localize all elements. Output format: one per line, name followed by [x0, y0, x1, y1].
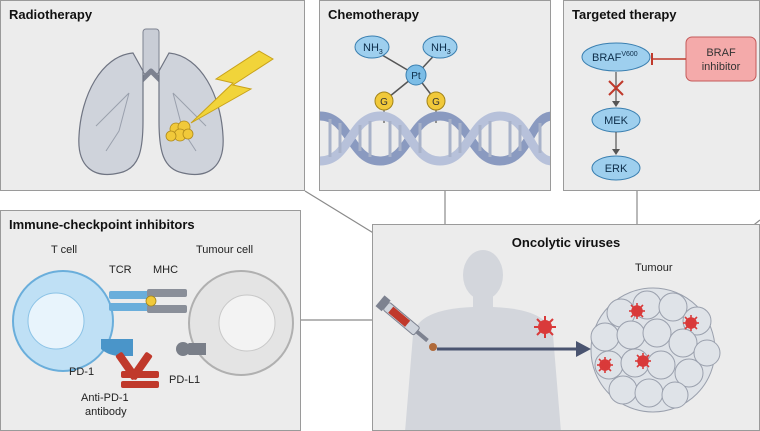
radiation-bolt-icon [190, 50, 274, 124]
tumour-cell-label: Tumour cell [196, 244, 253, 256]
tumour-blob-icon [165, 120, 194, 142]
tumour-virus-icon [597, 357, 613, 373]
blocked-x-icon [608, 80, 624, 96]
tumour-virus-icon [683, 315, 699, 331]
radiotherapy-panel: Radiotherapy [0, 0, 305, 191]
braf-pathway-diagram: BRAFV600 BRAF inhibitor MEK ERK [581, 36, 757, 181]
dna-helix-icon [320, 111, 550, 166]
checkpoint-illustration: T cell Tumour cell TCR MHC PD-1 PD-L1 An… [12, 244, 294, 418]
antigen-icon [145, 295, 157, 307]
radiotherapy-title: Radiotherapy [9, 7, 93, 22]
checkpoint-panel: Immune-checkpoint inhibitors T cell Tumo… [0, 210, 301, 431]
oncolytic-title: Oncolytic viruses [511, 235, 621, 250]
erk-label: ERK [605, 163, 628, 175]
oncolytic-panel: Oncolytic viruses Tumour [372, 224, 760, 431]
mhc-label: MHC [153, 264, 178, 276]
tumour-mass-icon [590, 287, 721, 413]
pd1-label: PD-1 [69, 366, 94, 378]
oncolytic-illustration: Tumour [375, 250, 721, 430]
antibody-line2: antibody [85, 406, 127, 418]
targeted-therapy-title: Targeted therapy [572, 7, 677, 22]
syringe-icon [375, 295, 429, 343]
inhibitor-line2: inhibitor [702, 61, 741, 73]
inhibitor-line1: BRAF [706, 47, 736, 59]
pt-label: Pt [411, 71, 421, 82]
t-cell-label: T cell [51, 244, 77, 256]
g-right-label: G [432, 97, 440, 108]
tumour-label: Tumour [635, 262, 673, 274]
lungs-illustration [78, 28, 274, 175]
virus-icon [534, 316, 556, 338]
tumour-virus-icon [635, 353, 651, 369]
g-left-label: G [380, 97, 388, 108]
tcr-label: TCR [109, 264, 132, 276]
nh3-left-label: NH3 [363, 42, 383, 56]
chemotherapy-panel: Chemotherapy NH3 NH3 Pt G G [319, 0, 551, 191]
mek-label: MEK [604, 115, 629, 127]
nh3-right-label: NH3 [431, 42, 451, 56]
anti-pd1-antibody-icon [115, 352, 159, 388]
braf-label: BRAFV600 [592, 51, 638, 64]
cisplatin-dna-illustration: NH3 NH3 Pt G G [320, 35, 550, 166]
braf-inhibitor-box [685, 36, 757, 82]
checkpoint-title: Immune-checkpoint inhibitors [9, 217, 195, 232]
human-silhouette-icon [405, 250, 561, 430]
antibody-line1: Anti-PD-1 [81, 392, 129, 404]
tumour-virus-icon [629, 303, 645, 319]
chemotherapy-title: Chemotherapy [328, 7, 420, 22]
pdl1-label: PD-L1 [169, 374, 200, 386]
targeted-therapy-panel: Targeted therapy BRAFV600 BRAF inhibitor… [563, 0, 760, 191]
